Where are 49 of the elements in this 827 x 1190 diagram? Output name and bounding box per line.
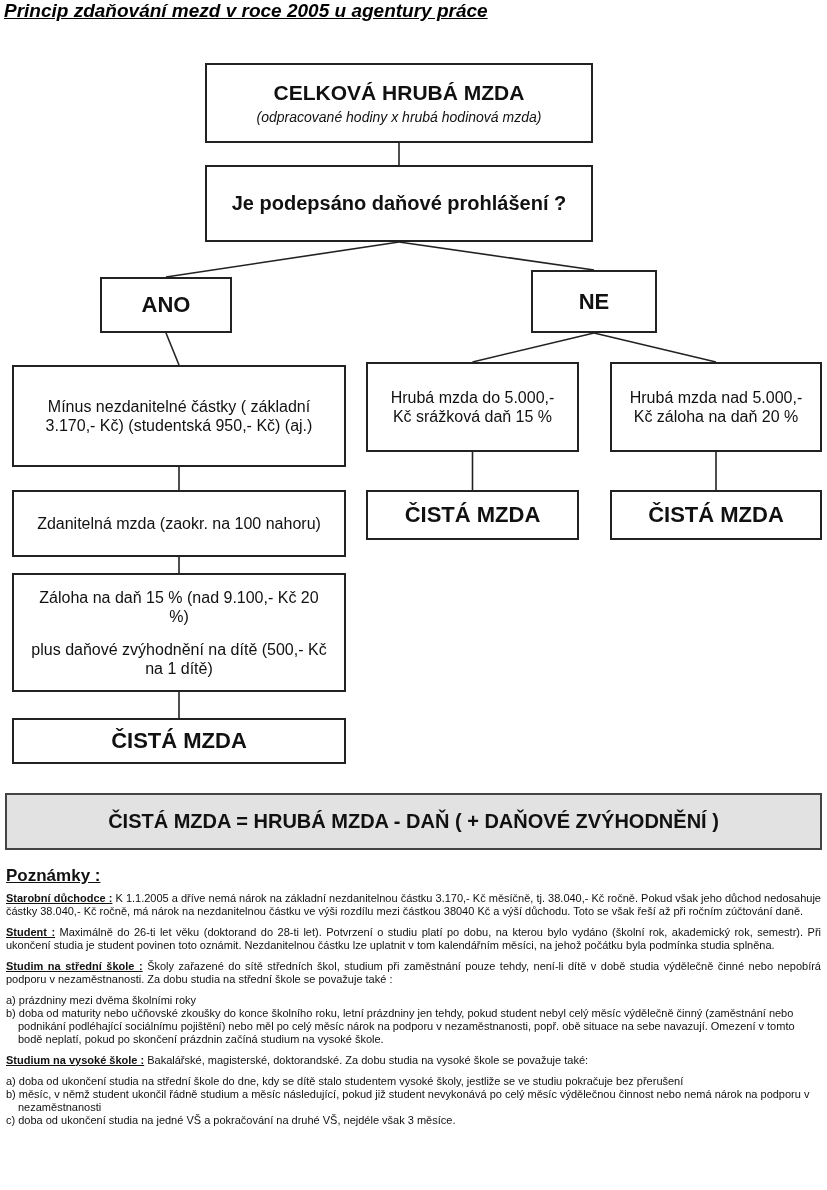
note-paragraph: Student : Maximálně do 26-ti let věku (doktorand do 28-ti let). Potvrzení o studiu platí po dobu, na kterou bylo vydáno (školní rok, akademický rok, semestr). Při ukončení studia je student povinen toto oznámit. Nezdanitelnou částku lze uplatnit v tom kalendářním měsíci, na jehož počátku byla podmínka studia splněna.: [6, 926, 821, 952]
box-text: Hrubá mzda do 5.000,- Kč srážková daň 15 %: [389, 388, 556, 426]
connector-line: [715, 451, 717, 491]
notes-heading: Poznámky :: [6, 866, 102, 886]
box-subtext: plus daňové zvýhodnění na dítě (500,- Kč na 1 dítě): [30, 639, 328, 678]
box-text: Je podepsáno daňové prohlášení ?: [231, 192, 567, 215]
box-text: Zdanitelná mzda (zaokr. na 100 nahoru): [36, 514, 322, 533]
box-text: ČISTÁ MZDA: [648, 502, 784, 528]
box-subtext: (odpracované hodiny x hrubá hodinová mzda): [256, 109, 542, 125]
box-text: CELKOVÁ HRUBÁ MZDA: [273, 81, 525, 105]
box-text: Mínus nezdanitelné částky ( základní 3.170,- Kč) (studentská 950,- Kč) (aj.): [44, 397, 314, 435]
question-box: [205, 165, 593, 242]
connector-line: [471, 332, 595, 363]
box-text: ANO: [141, 292, 191, 318]
process-box: [12, 490, 346, 557]
connector-line: [593, 332, 717, 363]
answer-box: [531, 270, 657, 333]
box-text: ČISTÁ MZDA: [404, 502, 541, 528]
list-item: a) doba od ukončení studia na střední škole do dne, kdy se dítě stalo studentem vysoké školy, jestliže se ve studiu pokračuje bez přerušení: [6, 1075, 685, 1088]
box-text: NE: [578, 288, 610, 315]
process-box: [12, 573, 346, 692]
connector-line: [398, 241, 595, 271]
process-box: [205, 63, 593, 143]
note-paragraph: Starobní důchodce : K 1.1.2005 a dříve nemá nárok na základní nezdanitelnou částku 3.170,- Kč měsíčně, tj. 38.040,- Kč ročně. Pokud však jeho důchod nedosahuje částky 38.040,- Kč ročně, má nárok na nezdanitelnou částku ve výši rozdílu mezi částkou 38040 Kč a výší důchodu. Toto se však řeší až při ročním zúčtování daně.: [6, 892, 821, 918]
connector-line: [165, 241, 400, 278]
connector-line: [398, 142, 400, 166]
box-text: ČISTÁ MZDA: [111, 728, 247, 754]
list-item: a) prázdniny mezi dvěma školními roky: [6, 994, 198, 1007]
process-box: [366, 362, 579, 452]
connector-line: [165, 332, 180, 366]
process-box: [12, 365, 346, 467]
connector-line: [471, 451, 474, 491]
note-paragraph: Studim na střední škole : Školy zařazené do sítě středních škol, studium při zaměstnání pouze tehdy, není-li dítě v době studia výdělečně činné nebo nepobírá podporu v nezaměstnanosti. Za dobu studia na střední škole se považuje také :: [6, 960, 821, 986]
result-box: [12, 718, 346, 764]
connector-line: [178, 691, 180, 719]
box-text: Záloha na daň 15 % (nad 9.100,- Kč 20 %): [38, 587, 320, 626]
box-text: ČISTÁ MZDA = HRUBÁ MZDA - DAŇ ( + DAŇOVÉ ZVÝHODNĚNÍ ): [108, 810, 719, 833]
process-box: [610, 362, 822, 452]
formula-banner: [5, 793, 822, 850]
result-box: [610, 490, 822, 540]
answer-box: [100, 277, 232, 333]
list-item: c) doba od ukončení studia na jedné VŠ a pokračování na druhé VŠ, nejdéle však 3 měsíce.: [6, 1114, 457, 1127]
note-paragraph: Studium na vysoké škole : Bakalářské, magisterské, doktorandské. Za dobu studia na vysoké škole se považuje také:: [6, 1054, 590, 1067]
result-box: [366, 490, 579, 540]
box-text: Hrubá mzda nad 5.000,- Kč záloha na daň 20 %: [628, 388, 804, 426]
list-item: b) doba od maturity nebo učňovské zkoušky do konce školního roku, letní prázdniny jen tehdy, pokud student nebyl celý měsíc výdělečně činný (zaměstnání nebo podnikání podléhající sociálnímu pojištění) nebo měl po celý měsíc nárok na podporu v nezaměstnanosti, popř. obě situace na sebe navazují. Omezení v tomto bodě neplatí, pokud po skončení prázdnin začíná studium na vysoké škole.: [6, 1007, 796, 1046]
title: Princip zdaňování mezd v roce 2005 u agentury práce: [4, 0, 488, 22]
connector-line: [178, 466, 180, 491]
connector-line: [178, 556, 180, 574]
